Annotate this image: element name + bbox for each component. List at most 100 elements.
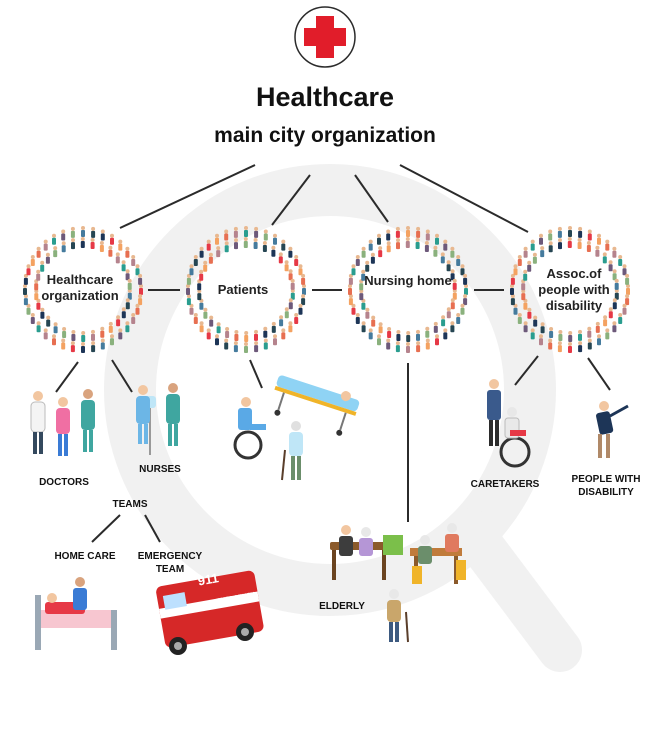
- crowd-person-icon: [186, 284, 190, 295]
- crowd-person-icon: [405, 237, 410, 248]
- crowd-person-icon: [254, 329, 258, 341]
- crowd-person-icon: [521, 279, 526, 291]
- crowd-person-icon: [216, 246, 221, 258]
- ring-patients: [186, 226, 306, 353]
- crowd-person-icon: [523, 298, 528, 310]
- crowd-person-icon: [271, 245, 276, 257]
- crowd-person-icon: [361, 246, 366, 258]
- crowd-person-icon: [440, 252, 445, 264]
- crowd-person-icon: [365, 260, 370, 272]
- crowd-person-icon: [549, 327, 554, 338]
- crowd-person-icon: [118, 239, 123, 251]
- crowd-person-icon: [540, 246, 545, 258]
- crowd-person-icon: [224, 338, 229, 350]
- crowd-person-icon: [284, 307, 289, 319]
- crowd-person-icon: [450, 298, 455, 310]
- caretakers-illustration: [487, 379, 531, 468]
- crowd-person-icon: [351, 264, 356, 276]
- crowd-person-icon: [435, 334, 439, 346]
- crowd-person-icon: [234, 330, 239, 341]
- crowd-person-icon: [361, 269, 366, 281]
- crowd-person-icon: [587, 338, 592, 350]
- crowd-person-icon: [131, 313, 136, 324]
- crowd-person-icon: [99, 241, 104, 252]
- crowd-person-icon: [301, 294, 306, 306]
- crowd-person-icon: [548, 241, 553, 253]
- crowd-person-icon: [577, 238, 582, 249]
- crowd-person-icon: [371, 315, 376, 327]
- teams-label: TEAMS: [112, 499, 148, 510]
- crowd-person-icon: [510, 284, 514, 295]
- crowd-person-icon: [416, 341, 421, 353]
- crowd-person-icon: [30, 255, 35, 266]
- crowd-person-icon: [612, 269, 617, 281]
- crowd-person-icon: [52, 334, 56, 346]
- crowd-person-icon: [365, 307, 370, 319]
- crowd-person-icon: [233, 226, 238, 238]
- crowd-person-icon: [199, 246, 204, 258]
- crowd-person-icon: [460, 303, 465, 315]
- crowd-person-icon: [456, 255, 461, 266]
- nurses-label: NURSES: [139, 464, 181, 475]
- crowd-person-icon: [450, 321, 455, 333]
- crowd-person-icon: [26, 264, 31, 276]
- crowd-person-icon: [215, 334, 219, 346]
- crowd-person-icon: [527, 307, 532, 319]
- crowd-person-icon: [43, 239, 48, 251]
- crowd-person-icon: [215, 233, 219, 245]
- crowd-person-icon: [377, 233, 381, 245]
- crowd-person-icon: [71, 238, 75, 250]
- crowd-person-icon: [138, 273, 143, 285]
- crowd-person-icon: [193, 255, 198, 266]
- crowd-person-icon: [23, 284, 27, 295]
- crowd-person-icon: [262, 241, 267, 252]
- crowd-person-icon: [595, 321, 600, 333]
- crowd-person-icon: [530, 239, 535, 251]
- crowd-person-icon: [203, 260, 208, 272]
- crowd-person-icon: [288, 298, 293, 310]
- crowd-person-icon: [424, 241, 429, 252]
- ring-nursing-home: [348, 226, 468, 353]
- crowd-person-icon: [359, 289, 364, 301]
- crowd-person-icon: [80, 237, 85, 248]
- crowd-person-icon: [463, 294, 468, 306]
- crowd-person-icon: [557, 226, 562, 238]
- crowd-person-icon: [602, 252, 607, 264]
- crowd-person-icon: [425, 229, 430, 241]
- crowd-person-icon: [406, 226, 410, 237]
- crowd-person-icon: [608, 260, 613, 272]
- crowd-person-icon: [568, 226, 572, 237]
- crowd-person-icon: [510, 294, 515, 306]
- crowd-person-icon: [279, 315, 284, 327]
- crowd-person-icon: [125, 321, 130, 333]
- crowd-person-icon: [116, 315, 121, 327]
- crowd-person-icon: [26, 303, 31, 315]
- crowd-person-icon: [298, 264, 303, 276]
- crowd-person-icon: [603, 315, 608, 327]
- crowd-person-icon: [622, 303, 627, 315]
- crowd-person-icon: [36, 321, 41, 333]
- doctors-illustration: [30, 389, 95, 456]
- crowd-person-icon: [61, 338, 66, 350]
- ambulance-illustration: 911 EMERGENCY: [156, 570, 264, 655]
- crowd-person-icon: [368, 239, 373, 251]
- crowd-person-icon: [100, 229, 105, 241]
- crowd-person-icon: [386, 338, 391, 350]
- crowd-person-icon: [622, 264, 627, 276]
- crowd-person-icon: [523, 246, 528, 258]
- crowd-person-icon: [244, 226, 248, 237]
- crowd-person-icon: [206, 239, 211, 251]
- crowd-person-icon: [61, 229, 66, 241]
- crowd-person-icon: [115, 252, 120, 264]
- crowd-person-icon: [446, 307, 451, 319]
- crowd-person-icon: [517, 255, 522, 266]
- crowd-person-icon: [40, 260, 45, 272]
- crowd-person-icon: [557, 341, 562, 353]
- crowd-person-icon: [186, 294, 191, 306]
- crowd-person-icon: [386, 241, 391, 253]
- crowd-person-icon: [605, 239, 610, 251]
- crowd-person-icon: [288, 269, 293, 281]
- crowd-person-icon: [513, 303, 518, 315]
- crowd-person-icon: [386, 229, 391, 241]
- crowd-person-icon: [233, 341, 238, 353]
